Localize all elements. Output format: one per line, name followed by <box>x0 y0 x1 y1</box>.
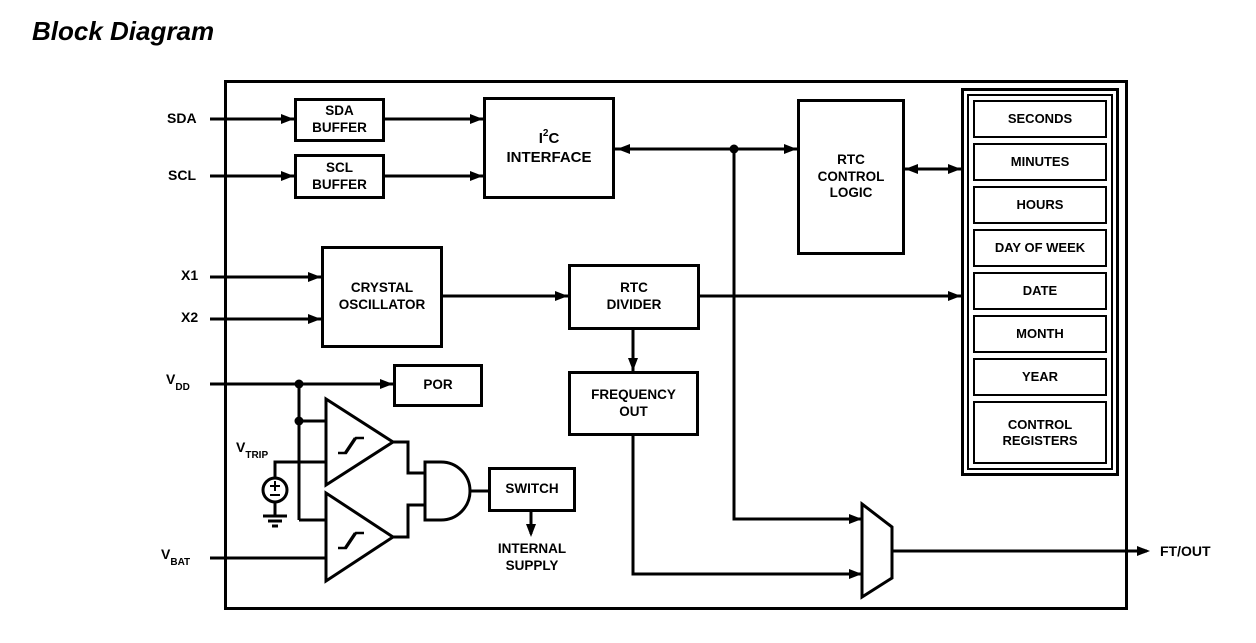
pin-label-vbat: VBAT <box>161 546 191 568</box>
register-cell-date: DATE <box>973 272 1107 310</box>
register-cell-hours: HOURS <box>973 186 1107 224</box>
junction-dot-vdd <box>294 379 304 389</box>
mux-icon <box>860 500 894 600</box>
pin-label-sda: SDA <box>167 110 197 126</box>
arrow-osc-divider <box>555 291 568 301</box>
schmitt-hysteresis-icon <box>338 531 364 550</box>
block-frequency-out: FREQUENCY OUT <box>568 371 699 436</box>
block-rtc-divider: RTC DIVIDER <box>568 264 700 330</box>
plus-minus-icon <box>270 481 280 496</box>
arrow-x2 <box>308 314 321 324</box>
ground-icon <box>263 514 287 528</box>
arrow-sda-i2c <box>470 114 483 124</box>
pin-label-vtrip: VTRIP <box>236 439 269 461</box>
and-gate-icon <box>423 460 472 522</box>
arrow-scl <box>281 171 294 181</box>
i2c-label-base: I <box>538 129 543 147</box>
register-cell-month: MONTH <box>973 315 1107 353</box>
i2c-label-line2: INTERFACE <box>506 148 592 166</box>
register-stack-inner: SECONDS MINUTES HOURS DAY OF WEEK DATE M… <box>967 94 1113 470</box>
pin-label-x2: X2 <box>181 309 199 325</box>
pin-label-ftout: FT/OUT <box>1160 543 1211 559</box>
register-cell-year: YEAR <box>973 358 1107 396</box>
junction-dot-bus <box>729 144 739 154</box>
arrow-sda <box>281 114 294 124</box>
comparator-bottom-icon <box>324 490 396 584</box>
wire-bus-to-mux-upper <box>732 149 862 521</box>
arrow-ftout <box>1137 546 1150 556</box>
block-por: POR <box>393 364 483 407</box>
block-i2c-interface: I2C INTERFACE <box>483 97 615 199</box>
arrow-scl-i2c <box>470 171 483 181</box>
arrow-x1 <box>308 272 321 282</box>
block-crystal-oscillator: CRYSTAL OSCILLATOR <box>321 246 443 348</box>
arrow-into-i2c <box>617 144 630 154</box>
register-cell-minutes: MINUTES <box>973 143 1107 181</box>
comparator-top-icon <box>324 396 396 488</box>
wire-comp-top-to-and <box>393 440 425 475</box>
arrow-internal-supply <box>526 524 536 537</box>
arrow-into-rtc-control <box>784 144 797 154</box>
block-switch: SWITCH <box>488 467 576 512</box>
block-scl-buffer: SCL BUFFER <box>294 154 385 199</box>
register-cell-seconds: SECONDS <box>973 100 1107 138</box>
arrow-vdd-por <box>380 379 393 389</box>
register-cell-control-registers: CONTROL REGISTERS <box>973 401 1107 464</box>
pin-label-vdd: VDD <box>166 371 190 393</box>
arrow-into-rtc-control-left <box>905 164 918 174</box>
i2c-label-sup: 2 <box>542 127 549 139</box>
register-stack: SECONDS MINUTES HOURS DAY OF WEEK DATE M… <box>961 88 1119 476</box>
arrow-into-registers <box>948 164 961 174</box>
block-sda-buffer: SDA BUFFER <box>294 98 385 142</box>
arrow-divider-freqout <box>628 358 638 371</box>
block-rtc-control-logic: RTC CONTROL LOGIC <box>797 99 905 255</box>
arrow-mux-lower <box>849 569 862 579</box>
junction-dot-vdd-branch <box>294 416 304 426</box>
wire-vtrip-to-comp-top <box>273 460 326 479</box>
arrow-divider-registers <box>948 291 961 301</box>
wire-freqout-to-mux-lower <box>631 435 862 576</box>
i2c-label-post: C <box>548 129 560 147</box>
schmitt-hysteresis-icon <box>338 436 364 455</box>
wire-comp-bottom-to-and <box>393 503 425 539</box>
pin-label-x1: X1 <box>181 267 199 283</box>
internal-supply-label: INTERNAL SUPPLY <box>497 541 567 573</box>
page-title: Block Diagram <box>32 16 215 46</box>
register-cell-day-of-week: DAY OF WEEK <box>973 229 1107 267</box>
pin-label-scl: SCL <box>168 167 196 183</box>
arrow-mux-upper <box>849 514 862 524</box>
